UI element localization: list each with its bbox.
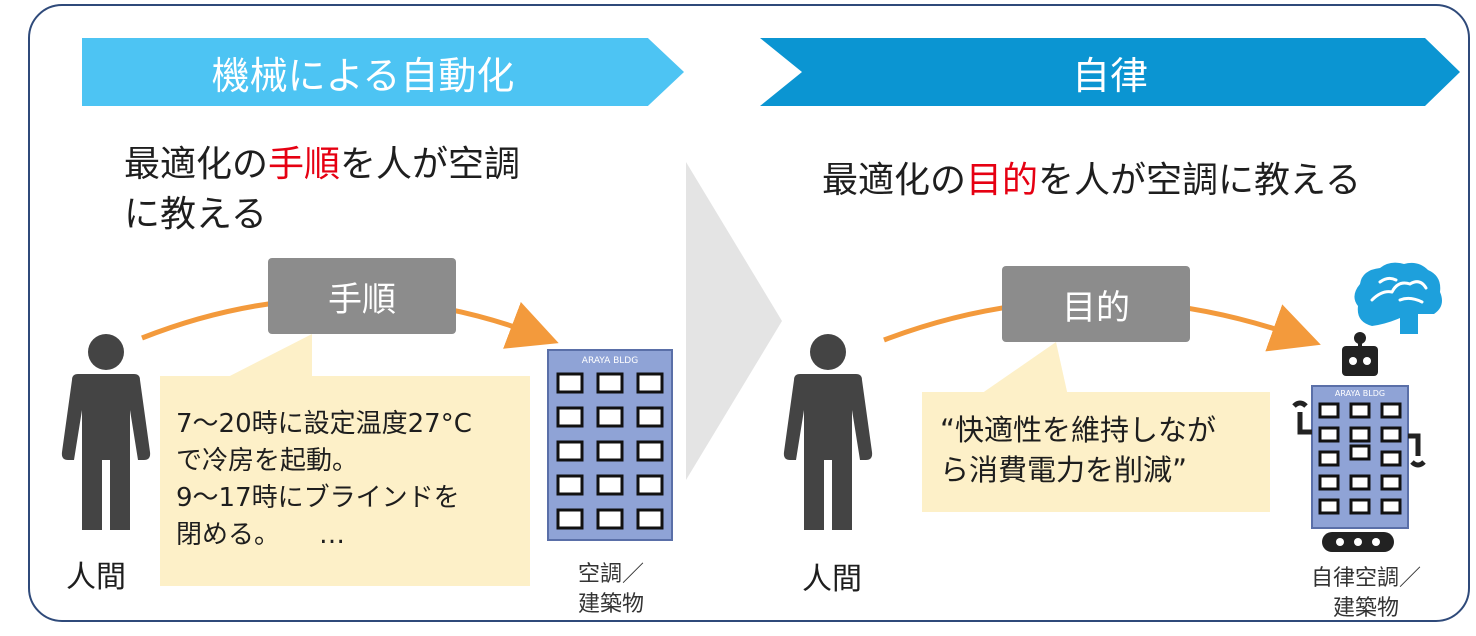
- autonomy-description: 最適化の目的を人が空調に教える: [822, 156, 1422, 206]
- header-automation-label: 機械による自動化: [211, 53, 515, 98]
- robot-building-sign: ARAYA BLDG: [1335, 389, 1385, 398]
- building-icon: [547, 349, 673, 541]
- desc-text: を人が空調: [340, 144, 521, 185]
- objective-tag: 目的: [1002, 266, 1190, 342]
- note-line: 7〜20時に設定温度27°C: [176, 409, 472, 439]
- desc-highlight: 目的: [966, 160, 1039, 201]
- automation-description: 最適化の手順を人が空調 に教える: [124, 140, 544, 240]
- objective-tag-label: 目的: [1062, 287, 1130, 328]
- building-label-line: 建築物: [1332, 596, 1399, 621]
- procedure-note: 7〜20時に設定温度27°C で冷房を起動。 9〜17時にブラインドを 閉める。…: [160, 376, 530, 586]
- desc-text: 最適化の: [124, 144, 269, 185]
- building-label-line: 自律空調／: [1310, 566, 1421, 591]
- procedure-tag-label: 手順: [328, 279, 396, 320]
- building-label-line: 空調／: [577, 562, 644, 587]
- robot-building-icon: [1292, 332, 1426, 552]
- desc-text: を人が空調に教える: [1038, 160, 1361, 201]
- note-tail-right: [978, 342, 1068, 396]
- header-autonomy-label: 自律: [1071, 53, 1148, 98]
- brain-icon: [1354, 262, 1442, 334]
- desc-highlight: 手順: [268, 144, 341, 185]
- building-label-left: 空調／ 建築物: [556, 560, 666, 620]
- person-icon: [61, 334, 151, 530]
- header-automation: 機械による自動化: [82, 38, 684, 106]
- header-autonomy: 自律: [760, 38, 1460, 106]
- human-label-right: 人間: [802, 562, 862, 597]
- objective-note: “快適性を維持しなが ら消費電力を削減”: [922, 392, 1270, 512]
- building-sign: ARAYA BLDG: [582, 356, 638, 366]
- desc-text: に教える: [124, 194, 267, 235]
- human-label-left: 人間: [66, 560, 126, 595]
- note-line: 9〜17時にブラインドを: [176, 483, 460, 513]
- desc-text: 最適化の: [822, 160, 967, 201]
- building-label-right: 自律空調／ 建築物: [1298, 564, 1434, 624]
- note-line: ら消費電力を削減”: [940, 453, 1188, 487]
- note-line: で冷房を起動。: [176, 446, 359, 476]
- note-line: 閉める。 …: [176, 520, 346, 550]
- procedure-tag: 手順: [268, 258, 456, 334]
- note-line: “快適性を維持しなが: [940, 413, 1217, 447]
- outer-frame: [28, 4, 1470, 622]
- note-tail-left: [222, 334, 312, 380]
- building-label-line: 建築物: [577, 592, 644, 617]
- person-icon: [783, 334, 873, 530]
